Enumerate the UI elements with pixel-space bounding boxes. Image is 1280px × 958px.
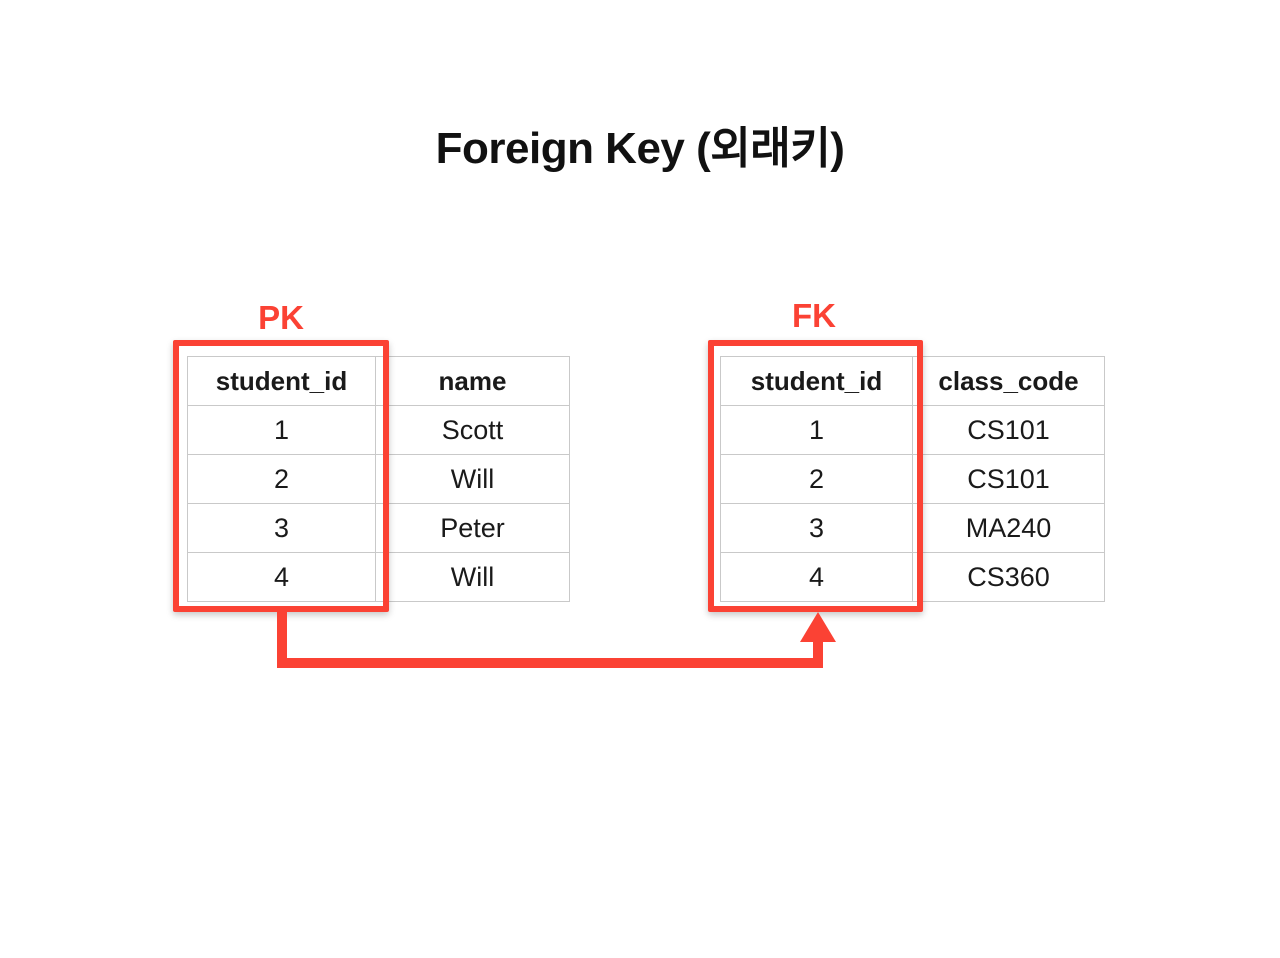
table-row: 4 CS360	[720, 552, 1105, 602]
cell-class-code: CS101	[912, 405, 1105, 455]
cell-student-id: 1	[187, 405, 376, 455]
cell-name: Will	[375, 552, 570, 602]
column-header-class-code: class_code	[912, 356, 1105, 406]
cell-name: Scott	[375, 405, 570, 455]
cell-student-id: 3	[187, 503, 376, 553]
table-row: 1 Scott	[187, 405, 570, 455]
table-header-row: student_id name	[187, 356, 570, 406]
cell-student-id: 2	[187, 454, 376, 504]
primary-key-label: PK	[258, 299, 304, 336]
cell-student-id: 2	[720, 454, 913, 504]
cell-student-id: 4	[720, 552, 913, 602]
cell-name: Will	[375, 454, 570, 504]
table-header-row: student_id class_code	[720, 356, 1105, 406]
table-row: 3 Peter	[187, 503, 570, 553]
arrowhead-icon	[800, 612, 836, 642]
students-table: student_id name 1 Scott 2 Will 3 Peter 4…	[187, 356, 570, 602]
cell-name: Peter	[375, 503, 570, 553]
cell-student-id: 4	[187, 552, 376, 602]
column-header-student-id: student_id	[187, 356, 376, 406]
cell-student-id: 1	[720, 405, 913, 455]
table-row: 4 Will	[187, 552, 570, 602]
table-row: 1 CS101	[720, 405, 1105, 455]
column-header-student-id: student_id	[720, 356, 913, 406]
foreign-key-label: FK	[792, 297, 836, 334]
table-row: 3 MA240	[720, 503, 1105, 553]
cell-class-code: CS101	[912, 454, 1105, 504]
table-row: 2 CS101	[720, 454, 1105, 504]
connector-line	[277, 612, 823, 668]
page-title: Foreign Key (외래키)	[435, 124, 845, 173]
enrollment-table: student_id class_code 1 CS101 2 CS101 3 …	[720, 356, 1105, 602]
cell-class-code: CS360	[912, 552, 1105, 602]
table-row: 2 Will	[187, 454, 570, 504]
column-header-name: name	[375, 356, 570, 406]
cell-student-id: 3	[720, 503, 913, 553]
foreign-key-relationship-arrow	[277, 612, 836, 668]
cell-class-code: MA240	[912, 503, 1105, 553]
